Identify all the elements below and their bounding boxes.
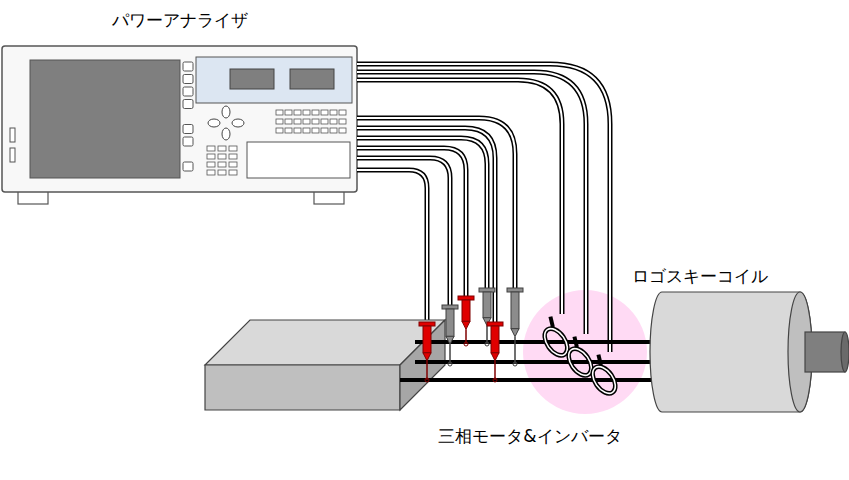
probe-cable [357,158,450,305]
probe-cable [357,64,610,352]
probe-cable [357,80,562,314]
probe-cable [357,128,495,322]
inverter-box [205,320,445,410]
red-voltage-probe [458,296,474,346]
motor [650,292,849,412]
gray-voltage-probe [507,288,523,366]
coil-label: ロゴスキーコイル [632,266,768,286]
probe-cable [357,72,586,334]
probe-cable [357,128,495,322]
probe-cable [357,80,562,314]
red-voltage-probe [487,322,503,382]
probe-cable [357,170,427,322]
analyzer-node: パワーアナライザ [0,4,360,204]
phase-wires [400,342,652,380]
probe-cable [357,118,515,288]
probe-cable [357,170,427,322]
probe-cable [357,138,487,288]
probe-cable [357,158,450,305]
gray-voltage-probe [442,305,458,366]
power-analyzer [2,46,357,204]
probe-cable [357,72,586,334]
probe-cable [357,64,610,352]
rogowski-coil [583,355,621,398]
system-label: 三相モータ&インバータ [438,426,621,446]
red-voltage-probe [419,322,435,382]
device-title: パワーアナライザ [112,10,248,30]
